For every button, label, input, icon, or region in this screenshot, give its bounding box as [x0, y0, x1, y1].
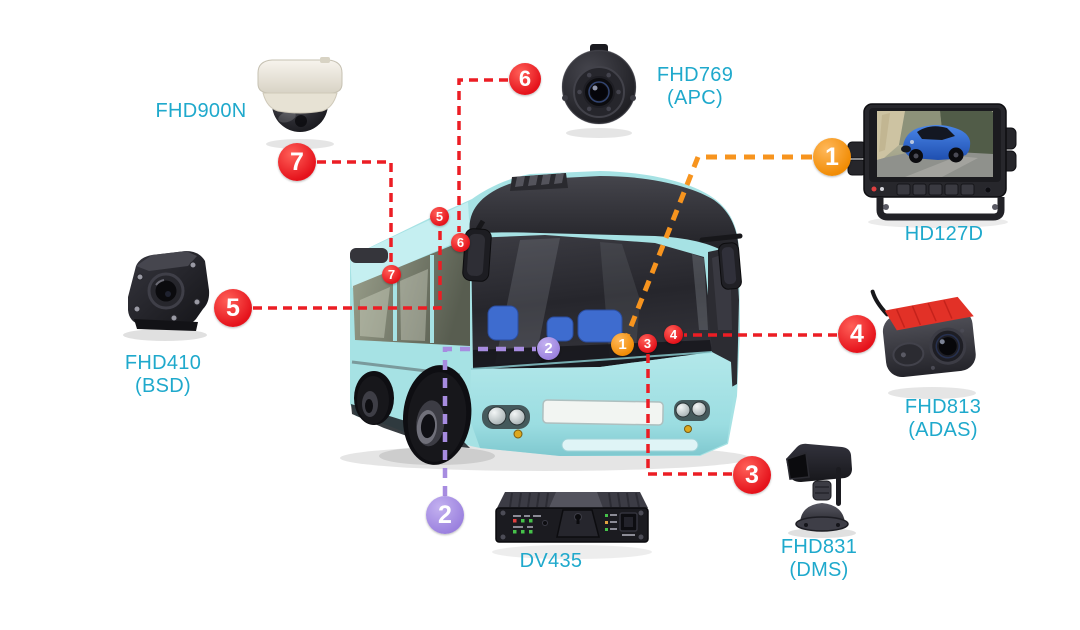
bus-front-wheel [402, 365, 472, 465]
bus-roof-vents [510, 173, 568, 191]
label-fhd769-model: FHD769 [656, 64, 734, 86]
ir-leds [577, 72, 621, 112]
bus-license-plate [542, 399, 664, 426]
marker-2-big: 2 [426, 496, 464, 534]
bus-rear-wheel [354, 371, 394, 425]
connector-line-2 [442, 346, 536, 496]
connector-line-7 [317, 160, 393, 265]
bus-seat [577, 309, 623, 343]
bus-seat [487, 305, 519, 341]
connector-line-3 [646, 354, 732, 476]
bus-fog-light [684, 425, 692, 433]
marker-4-big: 4 [838, 315, 876, 353]
bus-roof-cap [469, 176, 739, 262]
marker-5-big: 5 [214, 289, 252, 327]
marker-6-small: 6 [451, 233, 470, 252]
label-fhd900n: FHD900N [155, 100, 247, 122]
marker-7-small: 7 [382, 265, 401, 284]
device-hd127d-monitor [847, 103, 1017, 228]
label-fhd831: FHD831 (DMS) [739, 536, 899, 582]
label-fhd813: FHD813 (ADAS) [863, 396, 1023, 442]
label-hd127d: HD127D [904, 223, 984, 245]
monitor-screen-image [877, 111, 993, 177]
bus-seat [546, 316, 574, 342]
bus-headlight [508, 408, 526, 426]
adhesive-pad [884, 296, 974, 331]
monitor-buttons [896, 183, 975, 196]
label-fhd769: FHD769 (APC) [615, 64, 775, 110]
bus-right-mirror [699, 233, 743, 290]
right-leds [605, 514, 617, 531]
top-vents [509, 492, 640, 508]
device-fhd831-dms-camera [786, 443, 856, 538]
bus-illustration [340, 171, 750, 471]
bus-headlight [487, 406, 507, 426]
status-leds [513, 515, 541, 534]
marker-1-big: 1 [813, 138, 851, 176]
label-fhd410-model: FHD410 [124, 352, 202, 374]
marker-7-big: 7 [278, 143, 316, 181]
label-fhd410: FHD410 (BSD) [83, 352, 243, 398]
device-fhd900n-dome-camera [257, 57, 343, 149]
connector-line-5 [253, 227, 442, 310]
marker-3-big: 3 [733, 456, 771, 494]
marker-3-small: 3 [638, 334, 657, 353]
device-dv435-mdvr [492, 492, 652, 559]
label-fhd410-function: (BSD) [135, 375, 191, 397]
label-fhd813-model: FHD813 [904, 396, 982, 418]
label-dv435: DV435 [519, 550, 583, 572]
marker-2-small: 2 [537, 337, 560, 360]
label-fhd831-model: FHD831 [780, 536, 858, 558]
bus-headlight [691, 401, 707, 417]
bus-front [470, 351, 733, 456]
label-fhd813-function: (ADAS) [908, 419, 978, 441]
connector-line-6 [457, 78, 508, 232]
label-fhd831-function: (DMS) [789, 559, 849, 581]
connector-lines [253, 78, 837, 496]
connector-line-1 [621, 154, 812, 345]
bus-fog-light [513, 429, 523, 439]
device-fhd410-side-camera [123, 251, 210, 341]
marker-1-small: 1 [611, 333, 634, 356]
bus-rear-roof-unit [350, 248, 388, 263]
device-fhd769-eyeball-camera [561, 44, 637, 138]
label-fhd769-function: (APC) [667, 87, 723, 109]
marker-6-big: 6 [509, 63, 541, 95]
monitor-bracket [876, 197, 1005, 221]
monitor-power-led [871, 186, 877, 192]
marker-5-small: 5 [430, 207, 449, 226]
device-fhd813-adas-camera [870, 289, 976, 399]
marker-4-small: 4 [664, 325, 683, 344]
bus-headlight [675, 402, 691, 418]
screws [500, 510, 644, 540]
